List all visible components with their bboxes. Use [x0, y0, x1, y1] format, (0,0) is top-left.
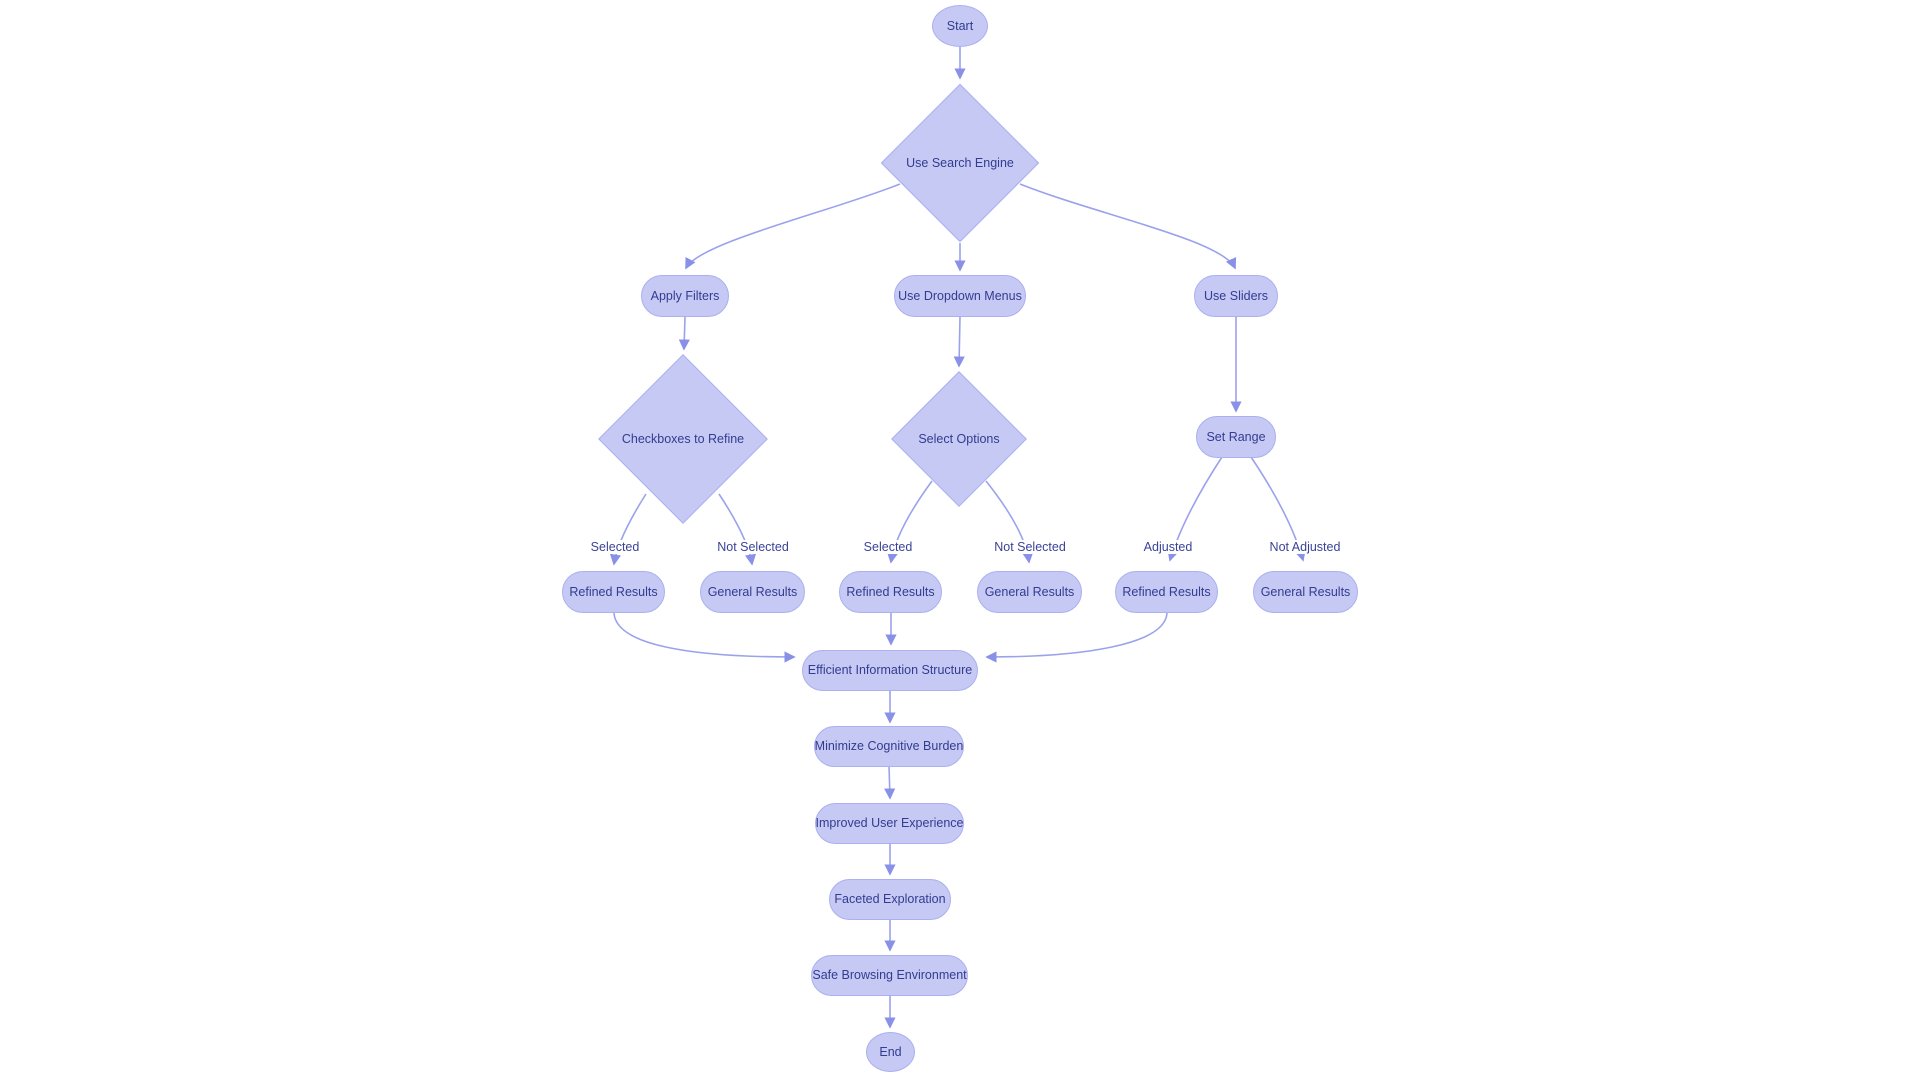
- edge-use-dropdown-menus-to-select-options: [953, 316, 965, 368]
- node-refined-results-2-label: Refined Results: [846, 584, 935, 599]
- edge-refined1-to-efficient-structure: [613, 612, 796, 663]
- node-use-search-engine: Use Search Engine: [880, 83, 1040, 243]
- node-refined-results-2: Refined Results: [839, 571, 942, 613]
- edge-select-options-selected: [886, 480, 933, 564]
- node-checkboxes-to-refine-label: Checkboxes to Refine: [621, 432, 745, 446]
- edge-apply-filters-to-checkboxes-to-refine: [678, 316, 690, 351]
- node-use-search-engine-label: Use Search Engine: [906, 156, 1014, 170]
- node-general-results-1: General Results: [700, 571, 805, 613]
- node-refined-results-1: Refined Results: [562, 571, 665, 613]
- edge-use-search-engine-to-apply-filters: [685, 183, 901, 270]
- edge-select-options-not-selected: [985, 480, 1034, 564]
- node-use-sliders-label: Use Sliders: [1204, 288, 1268, 303]
- node-start: Start: [932, 5, 988, 47]
- node-efficient-information-structure: Efficient Information Structure: [802, 650, 978, 691]
- node-use-sliders: Use Sliders: [1194, 275, 1278, 317]
- node-minimize-cognitive-burden-label: Minimize Cognitive Burden: [814, 739, 964, 754]
- node-general-results-2-label: General Results: [984, 584, 1075, 599]
- node-faceted-exploration-label: Faceted Exploration: [834, 892, 946, 907]
- node-general-results-2: General Results: [977, 571, 1082, 613]
- edge-label-not-selected-2: Not Selected: [991, 540, 1069, 554]
- node-start-label: Start: [946, 18, 974, 33]
- edge-label-selected-1: Selected: [587, 540, 643, 554]
- edge-refined3-to-efficient-structure: [985, 612, 1168, 663]
- edge-label-selected-2: Selected: [860, 540, 916, 554]
- node-refined-results-3: Refined Results: [1115, 571, 1218, 613]
- node-refined-results-1-label: Refined Results: [569, 584, 658, 599]
- node-general-results-3-label: General Results: [1260, 584, 1351, 599]
- node-efficient-information-structure-label: Efficient Information Structure: [807, 663, 973, 678]
- node-select-options-label: Select Options: [918, 432, 1000, 446]
- node-select-options: Select Options: [890, 370, 1028, 508]
- edge-minimize-burden-to-improved-experience: [884, 765, 896, 800]
- node-safe-browsing-environment-label: Safe Browsing Environment: [812, 968, 967, 983]
- edge-label-adjusted: Adjusted: [1140, 540, 1196, 554]
- node-apply-filters-label: Apply Filters: [650, 288, 720, 303]
- node-general-results-1-label: General Results: [707, 584, 798, 599]
- node-end-label: End: [879, 1044, 902, 1059]
- node-end: End: [866, 1032, 915, 1072]
- edge-checkboxes-not-selected: [718, 493, 757, 566]
- node-refined-results-3-label: Refined Results: [1122, 584, 1211, 599]
- node-apply-filters: Apply Filters: [641, 275, 729, 317]
- node-checkboxes-to-refine: Checkboxes to Refine: [597, 353, 769, 525]
- node-improved-user-experience: Improved User Experience: [815, 803, 964, 844]
- node-faceted-exploration: Faceted Exploration: [829, 879, 951, 920]
- node-use-dropdown-menus-label: Use Dropdown Menus: [898, 288, 1022, 303]
- edge-label-not-adjusted: Not Adjusted: [1266, 540, 1344, 554]
- edge-label-not-selected-1: Not Selected: [714, 540, 792, 554]
- node-set-range-label: Set Range: [1206, 429, 1266, 444]
- node-safe-browsing-environment: Safe Browsing Environment: [811, 955, 968, 996]
- node-set-range: Set Range: [1196, 416, 1276, 458]
- node-general-results-3: General Results: [1253, 571, 1358, 613]
- node-improved-user-experience-label: Improved User Experience: [815, 816, 964, 831]
- edge-checkboxes-selected: [609, 493, 647, 566]
- node-minimize-cognitive-burden: Minimize Cognitive Burden: [814, 726, 964, 767]
- node-use-dropdown-menus: Use Dropdown Menus: [894, 275, 1026, 317]
- edge-use-search-engine-to-use-sliders: [1019, 183, 1237, 270]
